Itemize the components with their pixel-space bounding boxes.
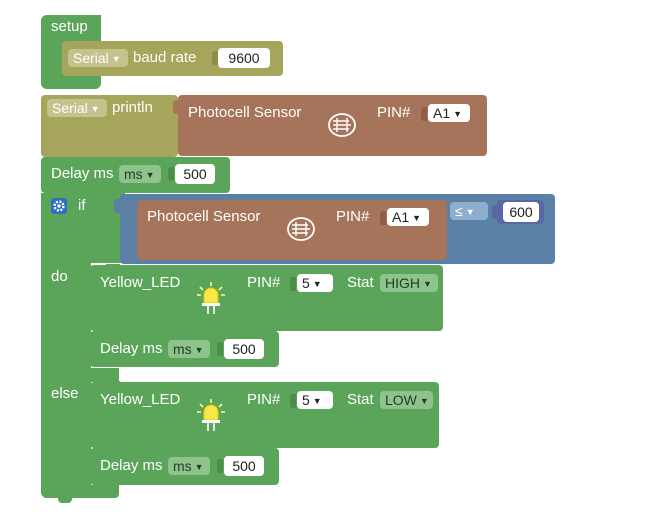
- else-stat-dropdown-value: LOW: [385, 392, 417, 408]
- baud-rate-label: baud rate: [133, 49, 197, 66]
- do-pin-dropdown[interactable]: 5▼: [297, 274, 333, 292]
- else-delay-value-input[interactable]: 500: [224, 456, 264, 476]
- setup-block-top: [41, 15, 101, 41]
- input-socket: [212, 51, 218, 65]
- photocell-sensor-label: Photocell Sensor: [188, 104, 302, 121]
- baud-rate-input[interactable]: 9600: [218, 48, 270, 68]
- chevron-down-icon: ▼: [90, 104, 100, 114]
- do-led-label: Yellow_LED: [100, 274, 181, 291]
- do-delay-value-input[interactable]: 500: [224, 339, 264, 359]
- do-pin-dropdown-value: 5: [302, 275, 310, 291]
- operator-dropdown[interactable]: ≤▼: [450, 202, 488, 220]
- pin-label: PIN#: [377, 104, 411, 121]
- else-delay-unit-dropdown[interactable]: ms▼: [168, 457, 210, 475]
- do-delay-label: Delay ms: [100, 340, 163, 357]
- input-socket: [217, 342, 223, 356]
- else-delay-label: Delay ms: [100, 457, 163, 474]
- input-socket: [168, 167, 174, 181]
- pin-socket: [380, 211, 386, 225]
- output-plug: [492, 205, 498, 219]
- chevron-down-icon: ▼: [194, 345, 204, 355]
- chevron-down-icon: ▼: [111, 54, 121, 64]
- output-plug: [173, 100, 179, 114]
- chevron-down-icon: ▼: [412, 213, 422, 223]
- serial-dropdown-value: Serial: [73, 50, 109, 66]
- pin-socket: [290, 394, 296, 408]
- do-stat-dropdown[interactable]: HIGH▼: [380, 274, 438, 292]
- operator-dropdown-value: ≤: [455, 203, 463, 219]
- else-stat-label: Stat: [347, 391, 374, 408]
- chevron-down-icon: ▼: [419, 396, 429, 406]
- println-serial-dropdown[interactable]: Serial▼: [47, 99, 107, 117]
- pin-socket: [421, 107, 427, 121]
- else-separator: [41, 368, 119, 382]
- pin-socket: [290, 277, 296, 291]
- do-label: do: [51, 268, 68, 285]
- yellow-led-icon: [197, 282, 225, 314]
- else-label: else: [51, 385, 79, 402]
- statement-notch: [106, 381, 120, 387]
- pin-dropdown-value: A1: [433, 105, 451, 121]
- compare-value-input[interactable]: 600: [503, 202, 539, 222]
- statement-notch: [106, 264, 120, 270]
- photocell-icon: [328, 113, 356, 137]
- delay-unit-dropdown[interactable]: ms▼: [119, 165, 161, 183]
- chevron-down-icon: ▼: [145, 170, 155, 180]
- chevron-down-icon: ▼: [465, 207, 475, 217]
- yellow-led-icon: [197, 399, 225, 431]
- delay-label: Delay ms: [51, 165, 114, 182]
- if-photocell-sensor-label: Photocell Sensor: [147, 208, 261, 225]
- chevron-down-icon: ▼: [312, 396, 322, 406]
- else-pin-dropdown[interactable]: 5▼: [297, 391, 333, 409]
- pin-dropdown[interactable]: A1▼: [428, 104, 470, 122]
- else-pin-dropdown-value: 5: [302, 392, 310, 408]
- if-else-bottom: [41, 485, 119, 498]
- do-delay-unit-dropdown-value: ms: [173, 341, 192, 357]
- setup-label: setup: [51, 18, 88, 35]
- chevron-down-icon: ▼: [194, 462, 204, 472]
- delay-value-input[interactable]: 500: [175, 164, 215, 184]
- chevron-down-icon: ▼: [312, 279, 322, 289]
- else-delay-unit-dropdown-value: ms: [173, 458, 192, 474]
- photocell-icon: [287, 217, 315, 241]
- chevron-down-icon: ▼: [423, 279, 432, 289]
- println-serial-dropdown-value: Serial: [52, 100, 88, 116]
- else-pin-label: PIN#: [247, 391, 281, 408]
- serial-dropdown[interactable]: Serial▼: [68, 49, 128, 67]
- bottom-notch: [58, 497, 72, 503]
- do-delay-unit-dropdown[interactable]: ms▼: [168, 340, 210, 358]
- println-label: println: [112, 99, 153, 116]
- output-plug: [114, 199, 120, 213]
- gear-icon[interactable]: [51, 198, 67, 214]
- if-pin-label: PIN#: [336, 208, 370, 225]
- do-stat-label: Stat: [347, 274, 374, 291]
- input-socket: [217, 459, 223, 473]
- if-pin-dropdown-value: A1: [392, 209, 410, 225]
- chevron-down-icon: ▼: [453, 109, 463, 119]
- delay-unit-dropdown-value: ms: [124, 166, 143, 182]
- if-pin-dropdown[interactable]: A1▼: [387, 208, 429, 226]
- do-pin-label: PIN#: [247, 274, 281, 291]
- do-stat-dropdown-value: HIGH: [385, 275, 420, 291]
- else-stat-dropdown[interactable]: LOW▼: [380, 391, 433, 409]
- else-led-label: Yellow_LED: [100, 391, 181, 408]
- if-label: if: [78, 197, 86, 214]
